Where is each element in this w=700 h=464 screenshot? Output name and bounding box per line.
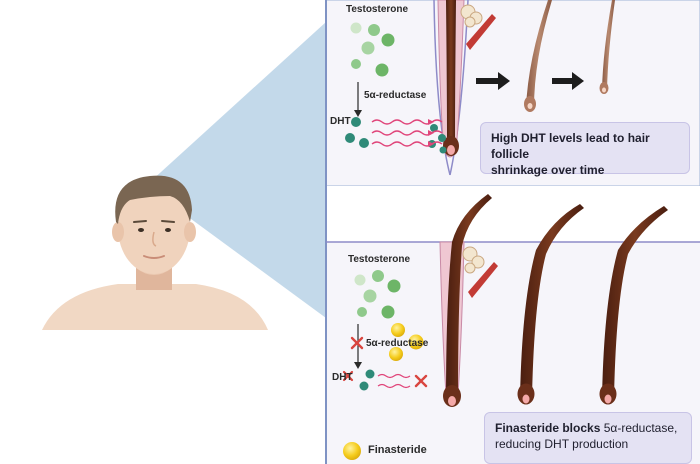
finasteride-molecules bbox=[389, 323, 424, 361]
hair bbox=[115, 175, 192, 224]
shoulders bbox=[42, 284, 268, 330]
dht-molecules-bottom bbox=[359, 369, 375, 391]
hair-shaft-top bbox=[446, 0, 456, 145]
block-x-dht bbox=[342, 370, 354, 382]
testosterone-molecules-bottom bbox=[354, 270, 401, 319]
hair-shaft-medium bbox=[526, 0, 552, 108]
legend-finasteride-label: Finasteride bbox=[368, 444, 427, 456]
arrector-muscle-top bbox=[466, 14, 496, 50]
top-panel bbox=[325, 0, 700, 187]
dht-signal-waves-bottom bbox=[377, 373, 411, 389]
top-dht-label: DHT bbox=[330, 116, 351, 127]
dht-signal-waves-top bbox=[371, 119, 443, 147]
magnification-beam bbox=[150, 22, 326, 318]
bottom-callout-bold: Finasteride blocks bbox=[495, 421, 601, 435]
top-callout-line2: shrinkage over time bbox=[491, 163, 605, 177]
hair-shaft-bottom-1 bbox=[446, 194, 492, 400]
hair-shaft-bottom-3 bbox=[602, 206, 668, 398]
bottom-callout-line2: reducing DHT production bbox=[495, 437, 629, 451]
bottom-testosterone-label: Testosterone bbox=[348, 254, 411, 265]
block-x-waves bbox=[414, 374, 428, 388]
block-x-enzyme bbox=[350, 336, 364, 350]
sebaceous-gland-top bbox=[460, 4, 483, 28]
hair-shaft-bottom-2 bbox=[520, 204, 584, 398]
person-illustration bbox=[42, 175, 268, 330]
hair-shaft-small bbox=[602, 0, 615, 90]
bottom-callout-rest: 5α-reductase, bbox=[600, 421, 678, 435]
ear-right bbox=[184, 222, 196, 242]
legend-finasteride-icon bbox=[343, 442, 361, 460]
top-callout-line1: High DHT levels lead to hair follicle bbox=[491, 131, 650, 161]
progression-arrow-1 bbox=[476, 72, 510, 90]
bottom-callout-box: Finasteride blocks 5α-reductase, reducin… bbox=[484, 412, 692, 464]
sebaceous-gland-bottom bbox=[462, 246, 485, 274]
top-callout-box: High DHT levels lead to hair follicle sh… bbox=[480, 122, 690, 177]
ear-left bbox=[112, 222, 124, 242]
top-testosterone-label: Testosterone bbox=[346, 4, 409, 15]
bottom-dht-label: DHT bbox=[332, 372, 353, 383]
bottom-enzyme-label: 5α-reductase bbox=[366, 338, 429, 349]
arrector-muscle-bottom bbox=[468, 262, 498, 298]
top-enzyme-label: 5α-reductase bbox=[364, 90, 427, 101]
testosterone-molecules-top bbox=[350, 22, 395, 77]
head bbox=[118, 182, 190, 274]
progression-arrow-2 bbox=[552, 72, 584, 90]
